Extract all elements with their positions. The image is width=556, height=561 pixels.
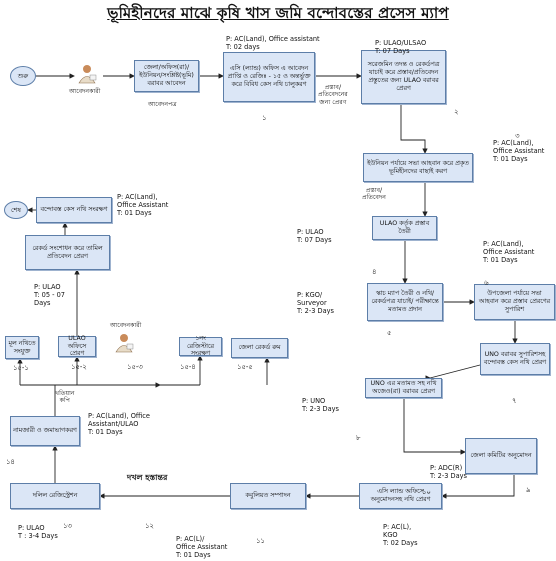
step-number-5: ৫: [387, 329, 392, 337]
applicant-label-2: আবেদনকারী: [110, 322, 142, 329]
step-number-6: ৬: [484, 279, 489, 287]
step-number-9: ৯: [526, 486, 531, 494]
step-number-15-4: ১৫-৪: [180, 363, 196, 371]
box-apply-office: জেলা/অফিস(রা)/ ইউনিয়ন/সংশ্লিষ্ট(ভূমি) ব…: [134, 60, 199, 92]
box-district-record: জেলা রেকর্ড রুম: [231, 338, 288, 358]
box-upazila-meeting: উপজেলা পর্যায়ে সভা আহবান করে প্রস্তাব প…: [474, 284, 555, 320]
applicant-person-icon-2: [115, 334, 134, 353]
box-send-acland: এসি ল্যান্ড অফিসে অনুমোদনসহ নথি প্রেরণ: [359, 483, 442, 509]
arrow-b10-b11: [441, 474, 515, 499]
note-adc: P: ADC(R) T: 2-3 Days: [430, 464, 467, 480]
box-record-correction: রেকর্ড সংশোধন করে তামিল প্রতিবেদন প্রেরণ: [25, 235, 110, 270]
arrow-b3-b4: [400, 104, 428, 154]
step-number-2: ২: [454, 108, 459, 116]
note-acland-2days: P: AC(Land), Office assistant T: 02 days: [226, 35, 320, 51]
box-file-preserve: বন্দোবস্ত কেস নথি সংরক্ষণ: [36, 197, 112, 223]
note-mutation: P: AC(Land), Office Assistant/ULAO T: 01…: [88, 412, 150, 436]
applicant-label: আবেদনকারী: [69, 88, 101, 95]
label-possession: দখল হস্তান্তর: [127, 473, 168, 482]
box-send-uno: UNO বরাবর সুপারিশসহ বন্দোবস্ত কেস নথি প্…: [480, 343, 550, 375]
step-number-15-1: ১৫-১: [13, 364, 29, 372]
box-union-meeting: ইউনিয়ন পর্যায়ে সভা আহবান করে প্রকৃত ভূ…: [363, 153, 473, 182]
label-proposal-sent: প্রস্তাব/ প্রতিবেদনের জন্য প্রেরণ: [318, 84, 348, 106]
start-node: শুরু: [10, 66, 36, 86]
page-title: ভূমিহীনদের মাঝে কৃষি খাস জমি বন্দোবস্তের…: [107, 4, 449, 22]
step-number-4: ৪: [372, 268, 377, 276]
box-acland-register: এসি (ল্যান্ড) অফিস এ আবেদন প্রাপ্তি ও রে…: [223, 52, 315, 102]
step-number-1: ১: [262, 114, 267, 122]
box-mutation: নামজারী ও জমাভাগকরণ: [10, 416, 80, 446]
note-union-meeting: P: AC(Land), Office Assistant T: 01 Days: [493, 139, 545, 163]
box-sketch-map: স্কাচ ম্যাপ তৈরী ও নথি/রেকর্ডপত্র যাচাই/…: [367, 283, 443, 321]
step-number-15-3: ১৫-৩: [127, 363, 143, 371]
label-khatiyan: খতিয়ান কপি: [55, 390, 75, 405]
label-application-letter: আবেদনপত্র: [148, 101, 177, 108]
step-number-3: ৩: [515, 132, 520, 140]
step-number-10: ১০: [422, 488, 431, 496]
step-number-13: ১৩: [63, 522, 72, 530]
box-kabuliyat: কবুলিয়ত সম্পাদন: [230, 483, 306, 509]
box-district-approval: জেলা কমিটির অনুমোদন: [465, 438, 537, 474]
step-number-14: ১৪: [6, 458, 15, 466]
note-file-preserve: P: AC(Land), Office Assistant T: 01 Days: [117, 193, 169, 217]
label-proposal-report: প্রস্তাব/ প্রতিবেদন: [362, 187, 386, 202]
applicant-person-icon: [78, 65, 97, 84]
step-number-8: ৮: [356, 434, 361, 442]
note-upazila: P: AC(Land), Office Assistant T: 01 Days: [483, 240, 535, 264]
step-number-11: ১১: [256, 537, 265, 545]
note-ulao-3-4: P: ULAO T : 3-4 Days: [18, 524, 58, 540]
end-node: শেষ: [4, 201, 28, 219]
box-field-inquiry: সরেজমিন তদন্ত ও রেকর্ডপত্র যাচাই করে প্র…: [361, 50, 446, 104]
note-acl-kgo: P: AC(L), KGO T: 02 Days: [383, 523, 418, 547]
box-ulao-proposal: ULAO কর্তৃক প্রস্তাব তৈরী: [372, 216, 437, 240]
box-main-file: মূল নথিতে সংযুক্ত: [5, 336, 39, 359]
step-number-15-5: ১৫-৫: [237, 363, 253, 371]
note-ulao-ulsao: P: ULAO/ULSAO T: 07 Days: [375, 39, 427, 55]
step-number-7: ৭: [512, 397, 517, 405]
box-uno-opinion: UNO এর মতামত সহ নথি অজেও(রা) বরাবর প্রের…: [365, 378, 442, 398]
box-ulao-office: ULAO অফিসে প্রেরণ: [58, 335, 96, 357]
arrow-b8-b9: [429, 364, 481, 380]
step-number-12: ১২: [145, 522, 154, 530]
box-register-1: ১নং রেজিস্টারে সংরক্ষণ: [179, 335, 222, 357]
note-ulao-7days: P: ULAO T: 07 Days: [297, 228, 332, 244]
note-record-correction: P: ULAO T: 05 - 07 Days: [34, 283, 65, 307]
note-uno: P: UNO T: 2-3 Days: [302, 397, 339, 413]
note-acl-oa: P: AC(L)/ Office Assistant T: 01 Days: [176, 535, 228, 559]
arrow-b9-b10: [403, 398, 466, 455]
step-number-15-2: ১৫-২: [71, 363, 87, 371]
note-kgo: P: KGO/ Surveyor T: 2-3 Days: [297, 291, 334, 315]
box-deed-registration: দলিল রেজিস্ট্রেশন: [10, 483, 100, 509]
